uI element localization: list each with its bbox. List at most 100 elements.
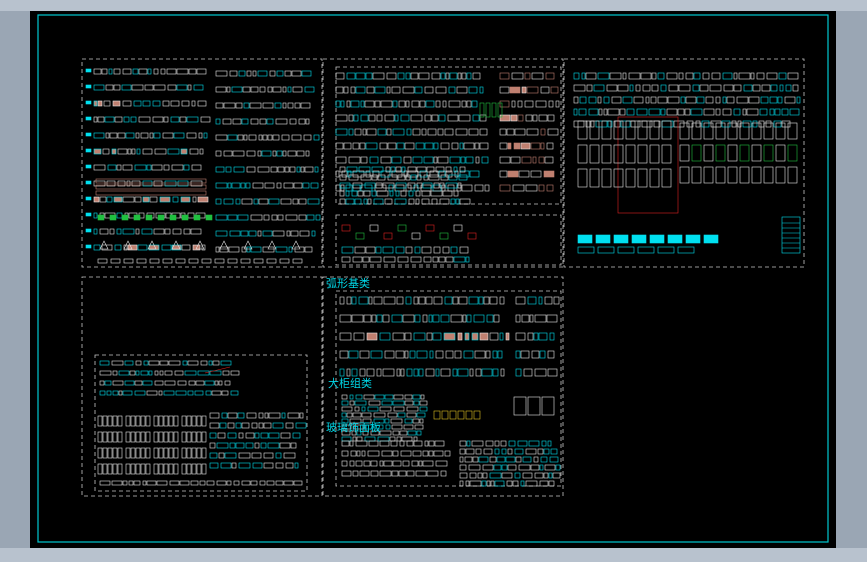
cad-block — [340, 100, 345, 108]
cad-block — [267, 86, 273, 93]
wardrobe-elevation — [727, 166, 738, 184]
cad-block — [493, 464, 502, 471]
cad-block — [445, 72, 450, 80]
cad-drawing[interactable]: 弧形基类 大柜组类 玻璃饰面板 — [30, 11, 836, 548]
cad-block — [275, 246, 288, 253]
base-block — [201, 258, 212, 264]
cad-block — [166, 68, 177, 75]
cad-block — [550, 448, 558, 455]
cad-block — [146, 164, 152, 171]
cad-block — [354, 400, 367, 406]
cad-block — [350, 86, 356, 94]
wardrobe-elevation — [763, 166, 774, 184]
cad-block — [203, 132, 208, 139]
cad-block — [648, 108, 661, 116]
cad-block — [395, 246, 405, 254]
wardrobe-elevation — [661, 168, 672, 188]
cad-block — [335, 170, 340, 178]
cad-block — [341, 170, 348, 178]
cad-block — [93, 228, 98, 235]
cad-block — [285, 214, 298, 221]
cad-block — [394, 198, 407, 205]
cad-block — [284, 166, 290, 173]
dimension-tag — [85, 228, 92, 233]
door-panel — [168, 415, 174, 427]
cad-block — [346, 296, 352, 305]
plant-symbol — [491, 102, 497, 118]
base-block — [240, 258, 251, 264]
cad-block — [200, 116, 211, 123]
cad-block — [482, 464, 494, 471]
cad-block — [486, 480, 491, 487]
cad-block — [750, 72, 755, 80]
cad-block — [543, 170, 555, 178]
lamp-symbol — [171, 240, 181, 250]
cad-block — [156, 480, 168, 486]
cad-block — [349, 394, 354, 400]
cad-block — [274, 102, 282, 109]
cad-block — [405, 246, 413, 254]
cad-block — [191, 164, 202, 171]
cad-block — [505, 456, 516, 463]
cad-block — [243, 102, 250, 109]
cad-block — [275, 118, 288, 125]
wardrobe-elevation — [613, 168, 624, 188]
drawing-canvas[interactable]: 弧形基类 大柜组类 玻璃饰面板 — [30, 11, 836, 548]
wardrobe-elevation — [613, 120, 624, 140]
cad-block — [547, 368, 558, 377]
cad-block — [206, 480, 215, 486]
cad-block — [237, 214, 249, 221]
cad-block — [690, 108, 703, 116]
cad-block — [301, 70, 312, 77]
cad-block — [423, 156, 434, 164]
cad-block — [760, 96, 769, 104]
cad-block — [678, 72, 684, 80]
door-panel — [117, 431, 123, 443]
cad-block — [538, 296, 543, 305]
cad-block — [414, 246, 421, 254]
cad-block — [459, 472, 468, 479]
cad-block — [539, 480, 549, 487]
cad-block — [460, 156, 466, 164]
cad-block — [216, 442, 229, 449]
cad-block — [93, 148, 102, 155]
cad-block — [364, 424, 374, 430]
cad-block — [114, 116, 123, 123]
cad-block — [223, 198, 234, 205]
cad-block — [262, 246, 275, 253]
cad-block — [215, 198, 222, 205]
cad-block — [421, 198, 430, 205]
door-panel — [196, 431, 202, 443]
base-block — [110, 258, 121, 264]
cad-block — [543, 472, 549, 479]
wardrobe-elevation — [691, 166, 702, 184]
cad-block — [133, 100, 142, 107]
viewport-bottom-middle — [322, 276, 564, 497]
cad-block — [731, 120, 737, 128]
cad-block — [111, 360, 124, 366]
cad-block — [381, 400, 393, 406]
cad-block — [263, 462, 274, 469]
cad-block — [785, 84, 792, 92]
dimension-tag — [85, 164, 92, 169]
door-panel — [125, 431, 131, 443]
cad-block — [410, 114, 423, 122]
wardrobe-elevation — [661, 120, 672, 140]
door-panel — [168, 463, 174, 475]
cad-block — [752, 84, 761, 92]
cad-block — [406, 470, 415, 477]
cad-block — [515, 368, 522, 377]
door-panel — [186, 463, 192, 475]
cad-block — [463, 142, 475, 150]
cad-block — [127, 148, 132, 155]
cad-block — [341, 430, 351, 436]
cad-block — [500, 368, 505, 377]
cad-block — [189, 148, 199, 155]
door-panel — [102, 463, 108, 475]
cad-block — [398, 470, 407, 477]
annotation-block — [649, 234, 665, 244]
cad-block — [387, 412, 398, 418]
cad-block — [112, 390, 119, 396]
cad-block — [693, 72, 701, 80]
cad-block — [230, 370, 240, 376]
